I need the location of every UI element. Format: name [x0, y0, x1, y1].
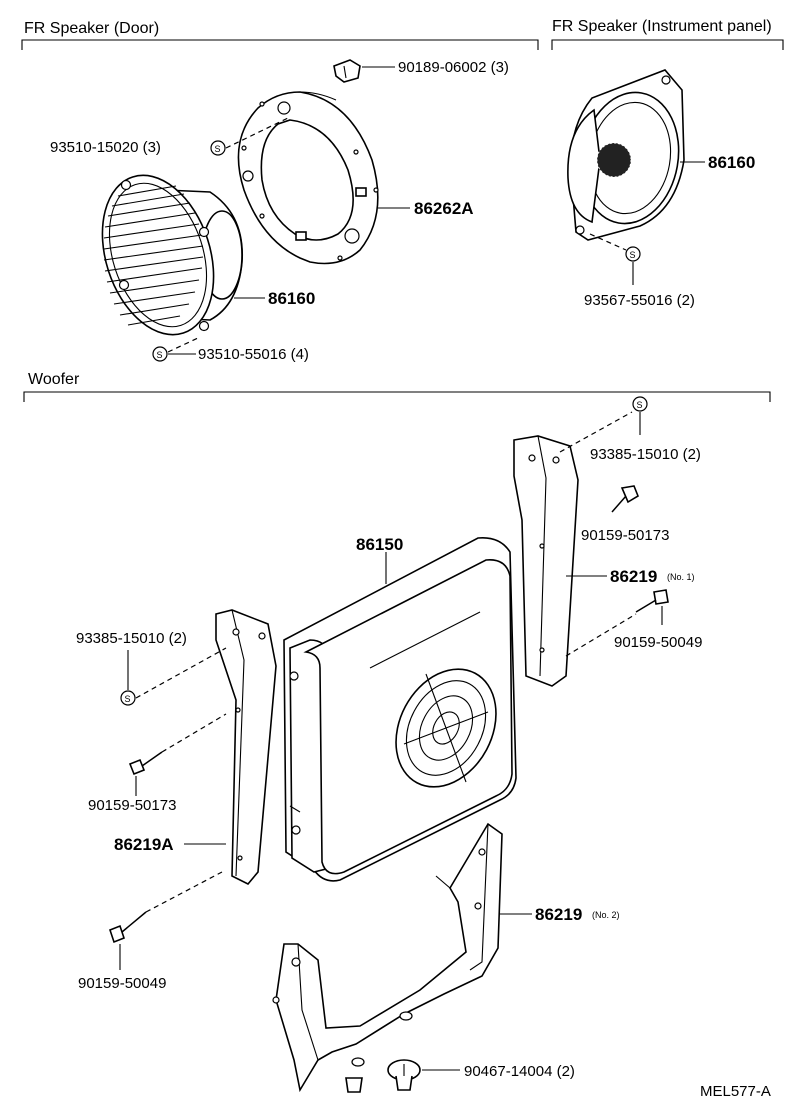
bolt-icon — [128, 751, 163, 776]
section-woofer: Woofer — [23, 371, 771, 402]
section-bracket-door — [21, 39, 539, 50]
callout-93510-15020: 93510-15020 (3) — [50, 139, 161, 156]
section-bracket-panel — [551, 39, 784, 50]
clip-icon — [333, 59, 361, 83]
section-panel: FR Speaker (Instrument panel) — [551, 18, 784, 50]
svg-text:S: S — [630, 250, 636, 260]
clip-icon — [345, 1077, 363, 1093]
woofer-86150 — [283, 536, 517, 882]
svg-text:S: S — [637, 400, 643, 410]
callout-86219-no2-suffix: (No. 2) — [592, 910, 620, 920]
bracket-86219a — [215, 609, 277, 885]
callout-86150: 86150 — [356, 535, 403, 554]
callout-86160-panel: 86160 — [708, 153, 755, 172]
callout-93567-55016: 93567-55016 (2) — [584, 292, 695, 309]
bolt-icon — [635, 589, 669, 613]
svg-text:S: S — [215, 144, 221, 154]
clip-icon — [387, 1059, 421, 1091]
panel-speaker-86160 — [567, 69, 685, 241]
callout-90159-50173-right: 90159-50173 — [581, 527, 669, 544]
section-title-panel: FR Speaker (Instrument panel) — [552, 18, 772, 35]
callout-90189-06002: 90189-06002 (3) — [398, 59, 509, 76]
circled-s-screw-icon: S — [632, 396, 648, 412]
bracket-86219-no2 — [272, 822, 503, 1093]
section-door: FR Speaker (Door) — [21, 20, 539, 50]
panel-speaker-mesh — [596, 142, 632, 178]
callout-86160-door: 86160 — [268, 289, 315, 308]
bracket-ring-inner — [260, 119, 354, 241]
callout-90159-50049-left: 90159-50049 — [78, 975, 166, 992]
callout-86262a: 86262A — [414, 199, 474, 218]
circled-s-screw-icon: S — [120, 690, 136, 706]
door-speaker-grille-slats — [103, 185, 204, 326]
section-title-woofer: Woofer — [28, 371, 80, 388]
callout-90159-50049-right: 90159-50049 — [614, 634, 702, 651]
section-title-door: FR Speaker (Door) — [24, 20, 159, 37]
callout-93385-15010-left: 93385-15010 (2) — [76, 630, 187, 647]
circled-s-screw-icon: S — [210, 140, 226, 156]
callout-86219-no1-suffix: (No. 1) — [667, 572, 695, 582]
callout-90467-14004: 90467-14004 (2) — [464, 1063, 575, 1080]
bolt-icon — [109, 911, 147, 944]
circled-s-screw-icon: S — [625, 246, 641, 262]
callout-86219a: 86219A — [114, 835, 174, 854]
door-speaker-grille-rim — [108, 182, 208, 328]
circled-s-screw-icon: S — [152, 346, 168, 362]
bolt-icon — [611, 485, 639, 513]
svg-text:S: S — [157, 350, 163, 360]
bracket-86219-no1 — [513, 435, 579, 687]
door-speaker-bracket-86262a — [237, 91, 379, 265]
door-speaker-86160 — [101, 174, 244, 336]
callout-93510-55016: 93510-55016 (4) — [198, 346, 309, 363]
section-bracket-woofer — [23, 391, 771, 402]
callout-86219-no2: 86219 — [535, 905, 582, 924]
door-speaker-grille — [101, 174, 215, 336]
svg-text:S: S — [125, 694, 131, 704]
callout-90159-50173-left: 90159-50173 — [88, 797, 176, 814]
drawing-code: MEL577-A — [700, 1083, 771, 1100]
callout-93385-15010-right: 93385-15010 (2) — [590, 446, 701, 463]
callout-86219-no1: 86219 — [610, 567, 657, 586]
